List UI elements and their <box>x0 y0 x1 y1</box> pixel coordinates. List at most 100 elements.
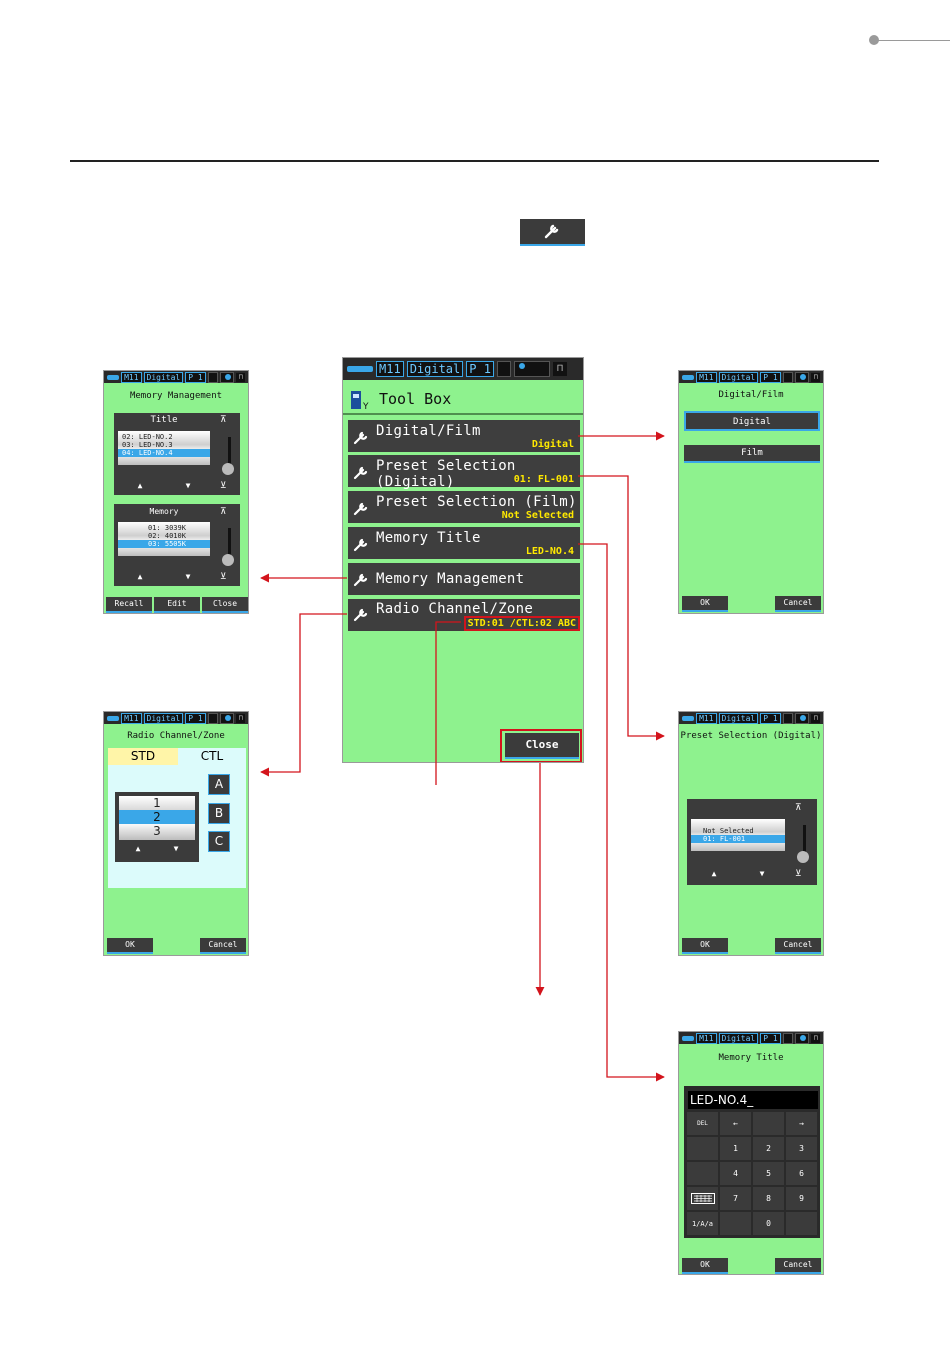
zone-a-button[interactable]: A <box>208 774 230 795</box>
key-8[interactable]: 8 <box>753 1187 784 1210</box>
lock-icon[interactable]: ⊓ <box>552 362 567 376</box>
down-arrow-icon[interactable]: ▼ <box>185 572 191 581</box>
ok-button[interactable]: OK <box>682 596 728 612</box>
scroll-bottom-icon[interactable]: ⊻ <box>795 869 802 879</box>
scroll-track[interactable] <box>228 437 231 475</box>
keyboard-icon[interactable] <box>687 1187 718 1210</box>
key-right[interactable]: → <box>786 1112 817 1135</box>
lock-icon[interactable]: ⊓ <box>811 1033 820 1043</box>
down-arrow-icon[interactable]: ▼ <box>173 844 179 853</box>
item-preset-film[interactable]: Preset Selection (Film) Not Selected <box>348 491 580 523</box>
item-preset-digital[interactable]: Preset Selection (Digital) 01: FL-001 <box>348 455 580 490</box>
key-left[interactable]: ← <box>720 1112 751 1135</box>
back-button[interactable] <box>682 1035 695 1041</box>
title-list[interactable]: 02: LED-NO.2 03: LED-NO.3 04: LED-NO.4 <box>118 431 210 465</box>
toolbox-button[interactable] <box>520 219 585 246</box>
lock-icon[interactable]: ⊓ <box>236 372 245 382</box>
lock-icon[interactable]: ⊓ <box>811 713 820 723</box>
status-type: Digital <box>406 361 464 377</box>
recall-button[interactable]: Recall <box>106 597 152 613</box>
channel-list[interactable]: 1 2 3 <box>119 796 195 840</box>
up-arrow-icon[interactable]: ▲ <box>137 572 143 581</box>
toolbox-header: Y Tool Box <box>347 388 577 412</box>
list-item[interactable]: 02: LED-NO.2 <box>122 433 173 441</box>
scroll-bottom-icon[interactable]: ⊻ <box>220 481 227 491</box>
key-3[interactable]: 3 <box>786 1137 817 1160</box>
scroll-knob[interactable] <box>222 463 234 475</box>
up-arrow-icon[interactable]: ▲ <box>711 869 717 878</box>
close-button[interactable]: Close <box>202 597 248 613</box>
key-2[interactable]: 2 <box>753 1137 784 1160</box>
option-film[interactable]: Film <box>684 445 820 463</box>
key-5[interactable]: 5 <box>753 1162 784 1185</box>
list-item-selected[interactable]: 04: LED-NO.4 <box>118 449 210 457</box>
list-item[interactable]: 1 <box>153 796 161 810</box>
scroll-bottom-icon[interactable]: ⊻ <box>220 572 227 582</box>
close-button[interactable]: Close <box>505 733 579 759</box>
scroll-knob[interactable] <box>222 554 234 566</box>
key-blank[interactable] <box>687 1162 718 1185</box>
item-digital-film[interactable]: Digital/Film Digital <box>348 420 580 452</box>
list-item[interactable]: 3 <box>153 824 161 838</box>
lock-icon[interactable]: ⊓ <box>811 372 820 382</box>
key-0[interactable]: 0 <box>753 1212 784 1235</box>
title-input[interactable]: LED-NO.4_ <box>688 1091 818 1109</box>
list-item[interactable]: 02: 4010K <box>148 532 186 540</box>
item-label: Memory Title <box>376 530 481 546</box>
cancel-button[interactable]: Cancel <box>775 938 821 954</box>
cancel-button[interactable]: Cancel <box>775 1258 821 1274</box>
key-del[interactable]: DEL <box>687 1112 718 1135</box>
back-button[interactable] <box>107 374 120 380</box>
list-item-selected[interactable]: 01: FL-001 <box>691 835 785 843</box>
ok-button[interactable]: OK <box>107 938 153 954</box>
cancel-button[interactable]: Cancel <box>200 938 246 954</box>
key-1[interactable]: 1 <box>720 1137 751 1160</box>
back-button[interactable] <box>682 374 695 380</box>
key-case-toggle[interactable]: 1/A/a <box>687 1212 718 1235</box>
zone-c-button[interactable]: C <box>208 831 230 852</box>
list-item-selected[interactable]: 03: 5505K <box>118 540 210 548</box>
key-blank[interactable] <box>720 1212 751 1235</box>
up-arrow-icon[interactable]: ▲ <box>135 844 141 853</box>
memory-list[interactable]: 01: 3039K 02: 4010K 03: 5505K <box>118 522 210 556</box>
down-arrow-icon[interactable]: ▼ <box>759 869 765 878</box>
lock-icon[interactable]: ⊓ <box>236 713 245 723</box>
scroll-knob[interactable] <box>797 851 809 863</box>
ok-button[interactable]: OK <box>682 938 728 954</box>
scroll-track[interactable] <box>228 528 231 564</box>
list-item-selected[interactable]: 2 <box>119 810 195 824</box>
tab-std[interactable]: STD <box>108 748 178 765</box>
back-button[interactable] <box>347 366 373 372</box>
zone-b-button[interactable]: B <box>208 803 230 824</box>
item-memory-title[interactable]: Memory Title LED-NO.4 <box>348 527 580 559</box>
back-button[interactable] <box>682 715 695 721</box>
scroll-top-icon[interactable]: ⊼ <box>220 507 227 517</box>
status-dot-icon <box>795 1032 810 1044</box>
key-4[interactable]: 4 <box>720 1162 751 1185</box>
option-digital[interactable]: Digital <box>684 411 820 431</box>
key-6[interactable]: 6 <box>786 1162 817 1185</box>
scroll-track[interactable] <box>803 825 806 861</box>
key-blank[interactable] <box>753 1112 784 1135</box>
title-section-label: Title <box>150 415 178 425</box>
scroll-top-icon[interactable]: ⊼ <box>795 803 802 813</box>
preset-list[interactable]: Not Selected 01: FL-001 <box>691 819 785 851</box>
list-item[interactable]: Not Selected <box>703 827 754 835</box>
down-arrow-icon[interactable]: ▼ <box>185 481 191 490</box>
scroll-top-icon[interactable]: ⊼ <box>220 415 227 425</box>
up-arrow-icon[interactable]: ▲ <box>137 481 143 490</box>
cancel-button[interactable]: Cancel <box>775 596 821 612</box>
ok-button[interactable]: OK <box>682 1258 728 1274</box>
item-radio-channel[interactable]: Radio Channel/Zone STD:01 /CTL:02 ABC <box>348 599 580 631</box>
item-memory-management[interactable]: Memory Management <box>348 563 580 595</box>
tab-ctl[interactable]: CTL <box>200 749 224 763</box>
key-9[interactable]: 9 <box>786 1187 817 1210</box>
back-button[interactable] <box>107 715 120 721</box>
key-7[interactable]: 7 <box>720 1187 751 1210</box>
channel-picker[interactable]: 1 2 3 ▲ ▼ <box>115 792 199 862</box>
list-item[interactable]: 01: 3039K <box>148 524 186 532</box>
edit-button[interactable]: Edit <box>154 597 200 613</box>
list-item[interactable]: 03: LED-NO.3 <box>122 441 173 449</box>
key-blank[interactable] <box>687 1137 718 1160</box>
key-blank[interactable] <box>786 1212 817 1235</box>
